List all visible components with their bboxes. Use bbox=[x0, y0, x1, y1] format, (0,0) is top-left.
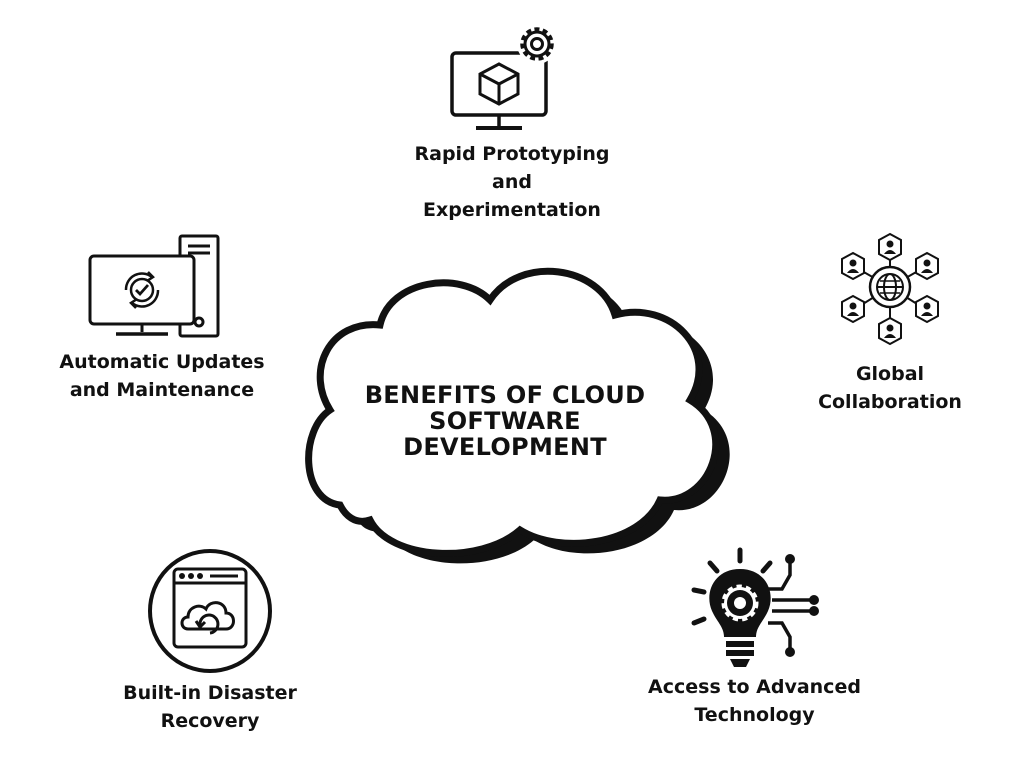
benefit-label: Rapid Prototyping and Experimentation bbox=[414, 143, 610, 221]
title-line: DEVELOPMENT bbox=[403, 433, 607, 461]
desktop-sync-check-icon bbox=[88, 234, 220, 338]
network-people-globe-icon bbox=[841, 232, 939, 346]
benefit-label: Built-in Disaster Recovery bbox=[123, 682, 297, 732]
browser-cloud-refresh-icon bbox=[148, 549, 272, 673]
title-line: SOFTWARE bbox=[429, 407, 581, 435]
benefit-label: Automatic Updates and Maintenance bbox=[59, 351, 265, 401]
diagram-title: BENEFITS OF CLOUD SOFTWARE DEVELOPMENT bbox=[360, 382, 650, 460]
title-line: BENEFITS OF CLOUD bbox=[364, 381, 646, 409]
lightbulb-gear-circuit-icon bbox=[691, 547, 819, 667]
benefit-label: Global Collaboration bbox=[818, 363, 962, 413]
benefit-label: Access to Advanced Technology bbox=[648, 676, 861, 726]
monitor-gear-cube-icon bbox=[450, 24, 557, 130]
